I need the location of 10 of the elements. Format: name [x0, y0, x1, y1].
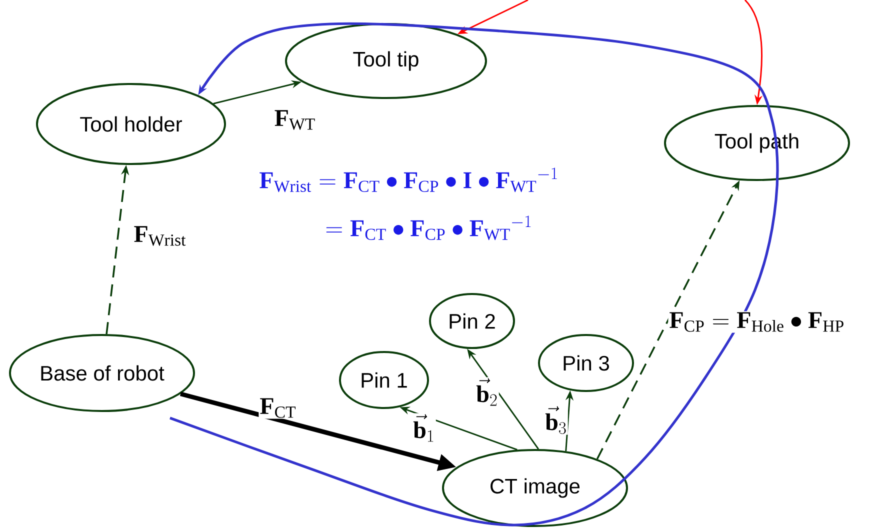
edge-label: $\vec{\mathbf{b}}_{3}$ — [544, 405, 568, 435]
arrow — [170, 22, 779, 526]
equation: $\mathbf{F}_{\mathrm{Wrist}}=\mathbf{F}_{\mathrm{CT}}\bullet\mathbf{F}_{\mathrm{CP}}\bullet\mathbf{I}\bullet{\mathbf{F}_{\mathrm{WT}}}^{-1}$ — [260, 168, 557, 192]
edge-label: $\mathbf{F}_{\mathrm{Wrist}}$ — [132, 225, 188, 247]
edge-label: $\mathbf{F}_{\mathrm{WT}}$ — [273, 109, 317, 131]
edge-label: $\vec{\mathbf{b}}_{2}$ — [475, 377, 499, 407]
equation: $=\mathbf{F}_{\mathrm{CT}}\bullet\mathbf{F}_{\mathrm{CP}}\bullet{\mathbf{F}_{\mathrm{WT}}}^{-1}$ — [326, 216, 531, 240]
edge-label: $\vec{\mathbf{b}}_{1}$ — [412, 413, 436, 443]
edge-label: $\mathbf{F}_{\mathrm{CP}}=\mathbf{F}_{\mathrm{Hole}}\bullet\mathbf{F}_{\mathrm{HP}}$ — [668, 311, 846, 333]
edge-label: $\mathbf{F}_{\mathrm{CT}}$ — [258, 397, 298, 419]
